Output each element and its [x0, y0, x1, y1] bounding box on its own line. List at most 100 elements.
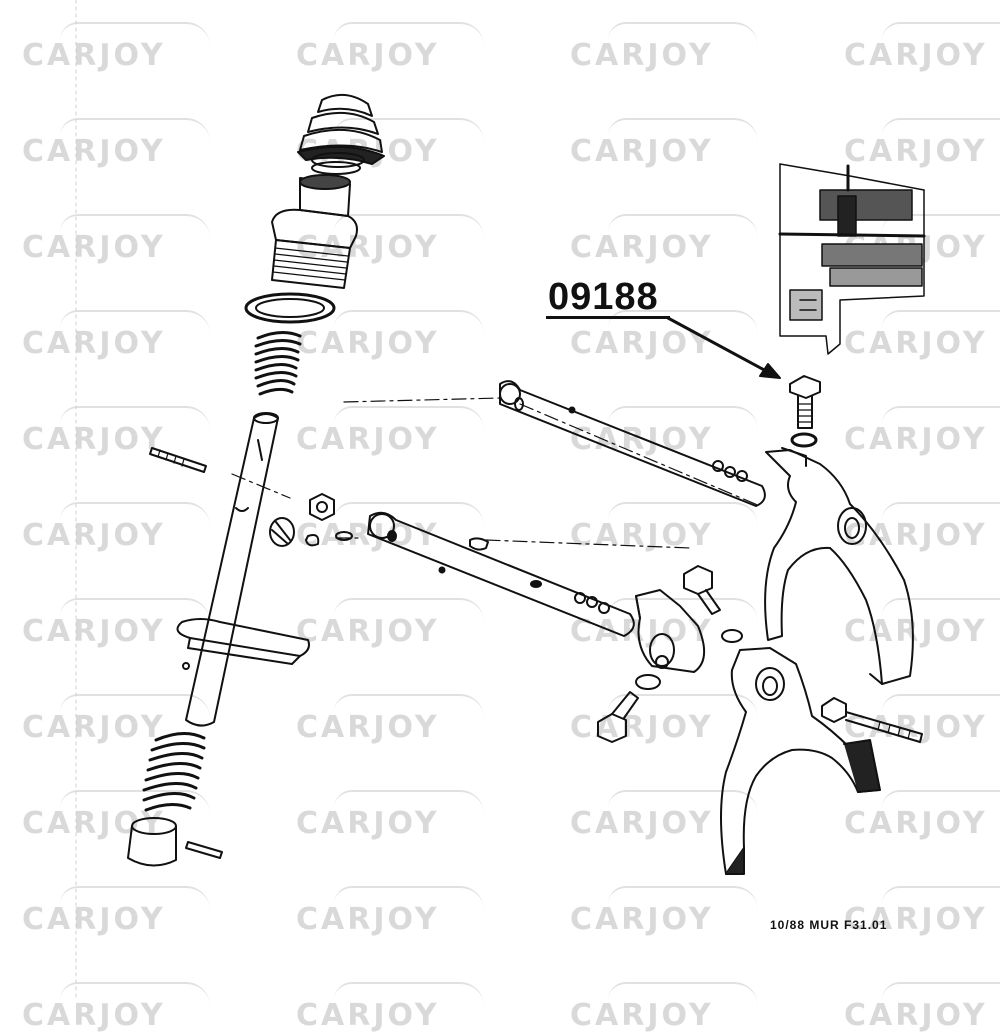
watermark-car-icon	[608, 982, 758, 1006]
shift-dog-bracket	[635, 589, 705, 673]
exploded-parts-drawing	[75, 0, 926, 1000]
watermark-car-icon	[882, 310, 1000, 334]
hex-bolt-lower	[597, 691, 639, 743]
watermark: CARJOY	[22, 310, 210, 361]
watermark: CARJOY	[296, 886, 484, 937]
threaded-stud	[149, 447, 207, 473]
watermark-car-icon	[334, 214, 484, 238]
watermark: CARJOY	[570, 886, 758, 937]
watermark: CARJOY	[570, 22, 758, 73]
watermark: CARJOY	[844, 982, 1000, 1033]
watermark: CARJOY	[22, 118, 210, 169]
rubber-boot	[297, 93, 385, 168]
watermark-car-icon	[882, 598, 1000, 622]
watermark-car-icon	[60, 598, 210, 622]
interlock-plunger	[469, 537, 489, 551]
watermark: CARJOY	[570, 310, 758, 361]
boot-ring	[311, 161, 361, 175]
watermark-car-icon	[60, 406, 210, 430]
watermark-car-icon	[608, 694, 758, 718]
watermark-car-icon	[334, 982, 484, 1006]
upper-selector-rod	[499, 380, 766, 507]
watermark-car-icon	[60, 790, 210, 814]
watermark-car-icon	[608, 502, 758, 526]
watermark-car-icon	[60, 22, 210, 46]
roll-pin	[185, 841, 223, 859]
watermark: CARJOY	[296, 310, 484, 361]
watermark-car-icon	[608, 406, 758, 430]
watermark: CARJOY	[296, 406, 484, 457]
watermark-car-icon	[882, 22, 1000, 46]
watermark-car-icon	[334, 598, 484, 622]
watermark-car-icon	[882, 982, 1000, 1006]
detent-plug	[269, 517, 353, 547]
watermark-car-icon	[60, 214, 210, 238]
gasket-ring	[244, 292, 336, 324]
watermark: CARJOY	[570, 502, 758, 553]
part-number-underline	[546, 316, 670, 319]
selector-shaft	[182, 412, 279, 727]
watermark: CARJOY	[22, 886, 210, 937]
lower-fork-bolt	[821, 697, 923, 743]
watermark-car-icon	[334, 502, 484, 526]
watermark-car-icon	[608, 22, 758, 46]
watermark: CARJOY	[844, 406, 1000, 457]
watermark-car-icon	[334, 118, 484, 142]
watermark: CARJOY	[570, 694, 758, 745]
upper-shift-fork	[764, 447, 914, 685]
hex-nut	[309, 493, 335, 521]
watermark: CARJOY	[22, 982, 210, 1033]
watermark-car-icon	[882, 886, 1000, 910]
watermark: CARJOY	[844, 598, 1000, 649]
watermark-car-icon	[882, 694, 1000, 718]
watermark-car-icon	[882, 118, 1000, 142]
watermark: CARJOY	[570, 214, 758, 265]
upper-spring	[254, 331, 302, 396]
watermark-car-icon	[60, 694, 210, 718]
watermark-car-icon	[608, 310, 758, 334]
watermark: CARJOY	[296, 598, 484, 649]
watermark-car-icon	[608, 214, 758, 238]
drawing-reference-code: 10/88 MUR F31.01	[770, 918, 888, 932]
watermark: CARJOY	[296, 982, 484, 1033]
watermark: CARJOY	[296, 694, 484, 745]
watermark-car-icon	[882, 406, 1000, 430]
spring-washer	[635, 674, 661, 690]
watermark: CARJOY	[22, 694, 210, 745]
watermark-car-icon	[60, 118, 210, 142]
watermark: CARJOY	[22, 598, 210, 649]
watermark-car-icon	[882, 502, 1000, 526]
watermark: CARJOY	[570, 982, 758, 1033]
watermark-car-icon	[60, 502, 210, 526]
watermark-car-icon	[882, 214, 1000, 238]
watermark: CARJOY	[570, 406, 758, 457]
watermark-car-icon	[60, 310, 210, 334]
watermark: CARJOY	[22, 790, 210, 841]
watermark-car-icon	[882, 790, 1000, 814]
watermark-car-icon	[334, 406, 484, 430]
diagram-canvas: CARJOY CARJOY CARJOY CARJOY CARJOY CARJOY CARJ…	[22, 0, 1000, 1033]
shift-finger	[176, 618, 310, 665]
watermark: CARJOY	[844, 694, 1000, 745]
callout-bolt-09188	[789, 375, 821, 448]
part-number-label: 09188	[548, 276, 659, 318]
watermark-car-icon	[334, 694, 484, 718]
watermark-car-icon	[334, 886, 484, 910]
watermark: CARJOY	[296, 790, 484, 841]
watermark: CARJOY	[844, 22, 1000, 73]
shaft-housing	[271, 174, 358, 289]
watermark: CARJOY	[844, 118, 1000, 169]
watermark: CARJOY	[22, 214, 210, 265]
watermark-car-icon	[608, 790, 758, 814]
hex-bolt-upper	[683, 565, 721, 615]
watermark-car-icon	[334, 790, 484, 814]
watermark: CARJOY	[296, 502, 484, 553]
watermark-car-icon	[608, 598, 758, 622]
watermark: CARJOY	[844, 310, 1000, 361]
lower-shift-fork	[720, 647, 881, 875]
watermark: CARJOY	[844, 886, 1000, 937]
watermark: CARJOY	[296, 22, 484, 73]
callout-arrow-icon	[666, 316, 781, 379]
watermark: CARJOY	[570, 790, 758, 841]
watermark-car-icon	[608, 886, 758, 910]
